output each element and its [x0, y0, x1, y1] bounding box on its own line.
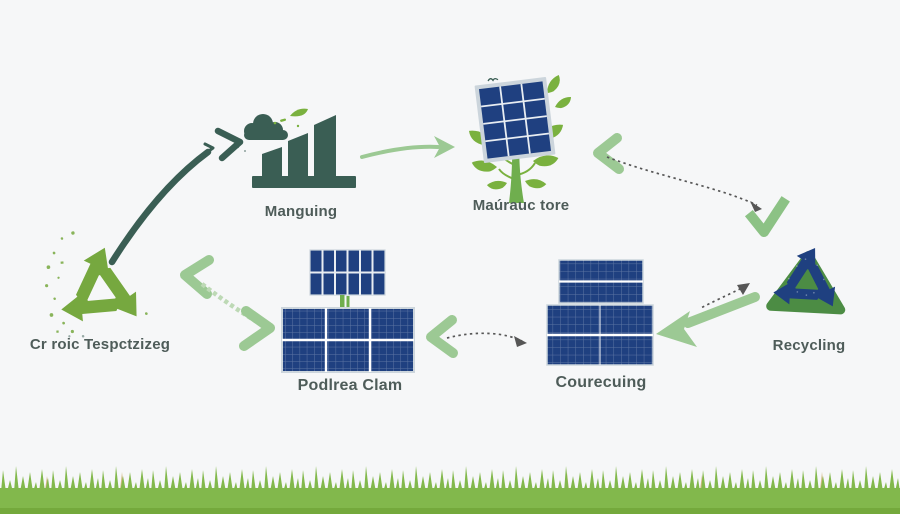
tiny-specks	[236, 145, 246, 152]
arrow-recycling-to-collection	[656, 283, 760, 347]
recycle-arrows	[59, 241, 148, 327]
check-mark-icon	[744, 196, 790, 237]
arrow-collection-to-production	[426, 315, 527, 358]
node-label-raw-material: Cr roic Tespctzizeg	[29, 336, 171, 353]
node-label-recycling: Recycling	[772, 337, 846, 354]
solar-recycle-icon	[766, 241, 846, 315]
node-label-collection: Courecuing	[555, 374, 647, 391]
panel-dots	[788, 258, 825, 296]
recycle-symbol-icon	[45, 231, 148, 338]
node-label-production: Podlrea Clam	[297, 377, 403, 394]
connector-stem	[340, 295, 350, 308]
leaf-specks	[273, 108, 308, 128]
node-label-factory: Manguing	[264, 203, 338, 220]
solar-array-icon	[281, 249, 415, 373]
grass-blades	[0, 460, 900, 492]
arrow-production-to-raw	[180, 255, 275, 351]
particle-specks	[45, 231, 148, 334]
panel-grid-lines	[480, 83, 550, 157]
bird-mark	[487, 77, 499, 82]
top-panel	[558, 259, 644, 304]
large-array	[281, 307, 415, 373]
factory-bars	[252, 115, 356, 188]
arrow-installation-to-recycling	[593, 133, 790, 237]
smoke-cloud-icon	[244, 114, 288, 140]
grass-shadow	[0, 508, 900, 514]
bottom-panel	[546, 304, 654, 366]
solar-panel-plant-icon	[467, 75, 573, 203]
stacked-solar-panels-icon	[546, 259, 654, 366]
factory-icon	[236, 108, 356, 188]
node-label-installation: Maúrauc tore	[472, 197, 570, 214]
arrow-raw-to-factory	[108, 127, 244, 266]
arrow-factory-to-installation	[360, 136, 455, 159]
small-panel	[309, 249, 386, 296]
mounted-solar-panel	[474, 77, 556, 163]
grass-strip	[0, 460, 900, 514]
dark-specks	[68, 335, 85, 338]
